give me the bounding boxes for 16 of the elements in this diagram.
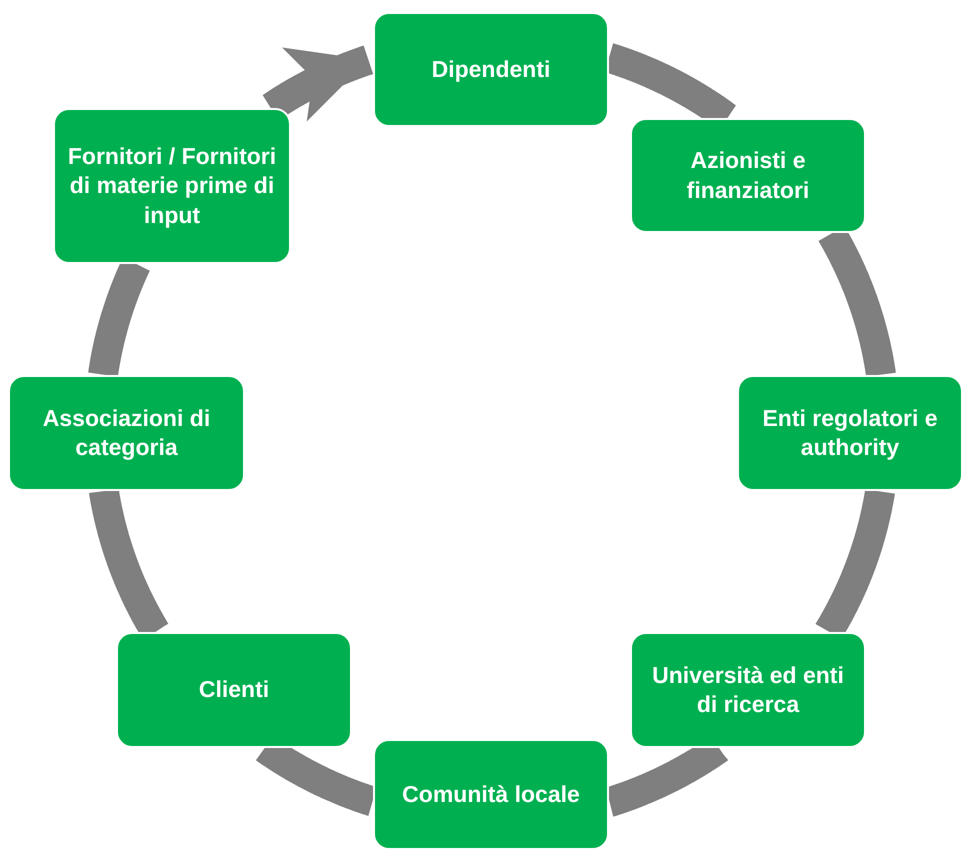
- node-label: Clienti: [198, 675, 270, 704]
- stakeholder-box: [737, 375, 963, 491]
- stakeholder-box: [53, 108, 291, 264]
- node-label: Università ed enti di ricerca: [651, 660, 845, 719]
- node-label: Comunità locale: [402, 780, 580, 809]
- stakeholder-box: [116, 632, 352, 748]
- stakeholder-box: [8, 375, 245, 491]
- node-label: Dipendenti: [432, 54, 550, 84]
- stakeholder-box: [630, 632, 866, 748]
- node-label: Associazioni di categoria: [42, 404, 212, 462]
- node-label: Enti regolatori e authority: [761, 404, 939, 462]
- stakeholder-box: [630, 118, 866, 233]
- stakeholder-box: [373, 739, 609, 850]
- node-label: Azionisti e finanziatori: [686, 146, 810, 204]
- node-label: Fornitori / Fornitori di materie prime di input: [66, 142, 278, 230]
- stakeholder-box: [373, 12, 609, 127]
